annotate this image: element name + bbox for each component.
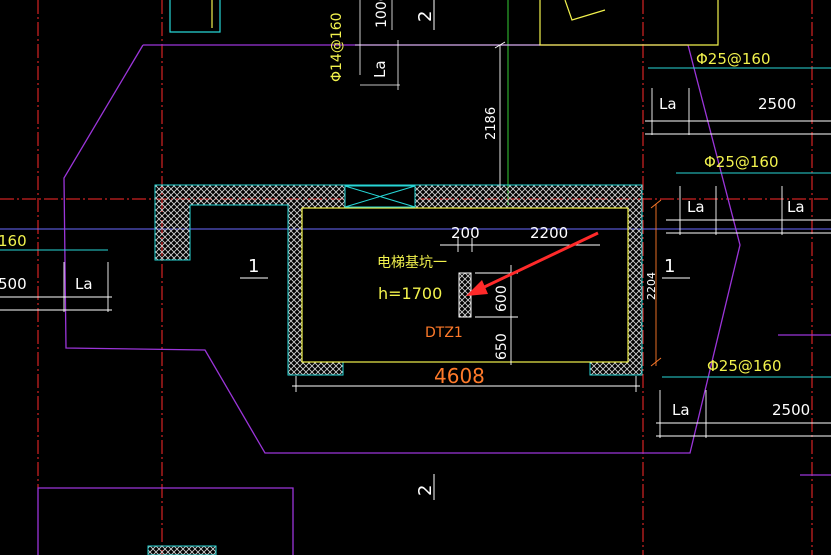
red-arrow-head (466, 280, 488, 296)
column-label: DTZ1 (425, 325, 463, 341)
magenta-outlines (37, 44, 831, 555)
la-label-left: La (75, 275, 93, 293)
pit-inner-outline (301, 207, 629, 363)
length-2500-label-2: 2500 (772, 401, 810, 419)
rebar-phi14-label: Φ14@160 (329, 12, 345, 82)
dim-2204-tick-b (650, 357, 662, 367)
text-labels: 电梯基坑一 h=1700 DTZ1 200 2200 600 650 4608 … (0, 0, 810, 496)
top-yellow-diag (564, 0, 606, 21)
bottom-cyan-rect (147, 545, 217, 555)
pit-opening-cross-2 (344, 185, 416, 208)
section-markers (240, 0, 690, 500)
section-1-left-label: 1 (248, 256, 259, 277)
la-label-right-4: La (672, 401, 690, 419)
dim-600-value: 600 (494, 285, 510, 312)
la-label-right-2: La (687, 198, 705, 216)
la-label-top: La (371, 60, 389, 78)
dim-2204-tick-t (650, 199, 662, 209)
la-label-right-3: La (787, 198, 805, 216)
dim-2186-tick (494, 41, 506, 49)
magenta-rect-bottom (37, 487, 294, 555)
dim-2186-value: 2186 (484, 107, 499, 140)
dimension-lines (292, 41, 662, 392)
section-2-top-label: 2 (415, 11, 436, 22)
section-1-right-label: 1 (664, 256, 675, 277)
pit-name-label: 电梯基坑一 (377, 254, 447, 271)
rebar-phi25-label-2: Φ25@160 (704, 153, 779, 171)
red-arrow-shaft (477, 231, 599, 292)
la-label-right-1: La (659, 95, 677, 113)
rebar-phi25-label-1: Φ25@160 (696, 50, 771, 68)
pit-depth-label: h=1700 (378, 284, 442, 303)
top-cyan-box (169, 0, 221, 33)
dim-1000-value: 1000 (374, 0, 390, 28)
top-structure (169, 0, 719, 90)
red-arrow (466, 231, 599, 296)
magenta-boundary-main (63, 44, 741, 454)
dim-2200-value: 2200 (530, 224, 568, 242)
dim-2204-value: 2204 (645, 272, 658, 300)
dim-650-value: 650 (494, 333, 510, 360)
bottom-cyan-box (147, 545, 217, 555)
rebar-phi25-label-3: Φ25@160 (707, 357, 782, 375)
section-2-bottom-label: 2 (415, 485, 436, 496)
rebar-lines-left (0, 249, 112, 312)
dim-200-value: 200 (451, 224, 480, 242)
pit-wall (154, 184, 643, 376)
length-2500-label-1: 2500 (758, 95, 796, 113)
rebar-lines-right (645, 67, 831, 438)
dim-4608-value: 4608 (434, 364, 485, 388)
top-yellow-frame (539, 0, 719, 46)
length-500-label: 500 (0, 275, 27, 293)
rebar-left-160-label: 160 (0, 232, 27, 250)
pit-wall-hatch (154, 184, 643, 376)
